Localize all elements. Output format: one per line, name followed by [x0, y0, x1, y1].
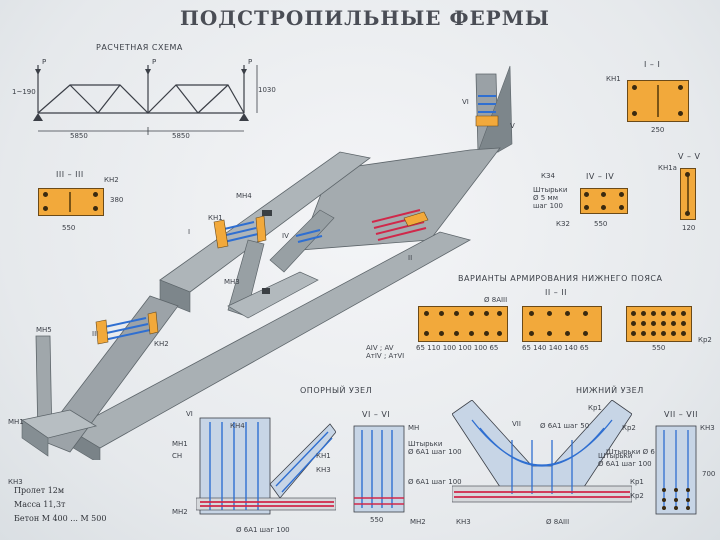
section-3-label: III – III [56, 170, 84, 179]
iso-label-r3: III [92, 330, 99, 338]
iso-label-mn1: МН1 [8, 418, 24, 426]
bottom-node-bottom1: КН3 [456, 518, 471, 526]
section-5-tag: КН1а [658, 164, 677, 172]
section-3-height: 380 [110, 196, 124, 204]
iso-label-r6: VI [462, 98, 469, 106]
bottom-node-note3: Ø 6А1 шаг 100 [598, 460, 652, 468]
section-5-width: 120 [682, 224, 696, 232]
iso-label-r2: II [408, 254, 413, 262]
variant-b [522, 306, 602, 342]
section-1-crosssection [627, 80, 689, 122]
info-concrete: Бетон М 400 ... М 500 [14, 514, 107, 523]
bottom-node-note1: Ø 6А1 шаг 50 [540, 422, 590, 430]
dim-right: 1030 [258, 86, 276, 94]
bottom-node-note2: Штырьки [598, 452, 633, 460]
node-vii-drawing [655, 425, 697, 515]
support-node-left2: СН [172, 452, 183, 460]
variant-c-tag: Кр2 [698, 336, 712, 344]
variant-a [418, 306, 508, 342]
truss-isometric [21, 65, 513, 460]
truss-scheme [33, 65, 258, 135]
info-span: Пролет 12м [14, 486, 65, 495]
node-vii-heading: VII – VII [664, 410, 698, 419]
iso-label-kn3: КН3 [8, 478, 23, 486]
bottom-node-heading: НИЖНИЙ УЗЕЛ [576, 386, 644, 395]
section-3-crosssection [38, 188, 104, 216]
support-node-left3: МН2 [172, 508, 188, 516]
node-vi-dim: 550 [370, 516, 384, 524]
info-block: Пролет 12м Масса 11,3т Бетон М 400 ... М… [14, 484, 106, 526]
scheme-heading: РАСЧЕТНАЯ СХЕМА [96, 43, 183, 52]
section-3-width: 550 [62, 224, 76, 232]
node-vi-heading: VI – VI [362, 410, 391, 419]
node-vii-tag: КН3 [700, 424, 715, 432]
iso-label-mn4: МН4 [236, 192, 252, 200]
variant-legend2: AтIV ; AтVI [366, 352, 405, 360]
iso-label-mn3: МН3 [224, 278, 240, 286]
section-4-note2: Ø 5 мм [533, 194, 558, 202]
section-4-crosssection [580, 188, 628, 214]
load-label-right: P [248, 58, 253, 66]
section-4-note3: шаг 100 [533, 202, 563, 210]
section-4-tag: КЗ4 [541, 172, 555, 180]
section-1-dim: 250 [651, 126, 665, 134]
iso-label-mn5: МН5 [36, 326, 52, 334]
span-right: 5850 [172, 132, 190, 140]
node-vi-note1: Штырьки [408, 440, 443, 448]
span-left: 5850 [70, 132, 88, 140]
node-vi-note2: Ø 6А1 шаг 100 [408, 448, 462, 456]
section-4-tag2: КЗ2 [556, 220, 570, 228]
variant-c [626, 306, 692, 342]
page-title: ПОДСТРОПИЛЬНЫЕ ФЕРМЫ [180, 6, 550, 30]
section-5-crosssection [680, 168, 696, 220]
load-label-mid: P [152, 58, 157, 66]
iso-label-kn2: КН2 [154, 340, 169, 348]
support-node-heading: ОПОРНЫЙ УЗЕЛ [300, 386, 373, 395]
section-1-label: I – I [644, 60, 661, 69]
support-node-bottom-note: Ø 6А1 шаг 100 [236, 526, 290, 534]
section-4-label: IV – IV [586, 172, 615, 181]
node-vi-drawing [353, 425, 405, 513]
iso-label-r4: IV [282, 232, 289, 240]
load-label-left: P [42, 58, 47, 66]
section-4-note1: Штырьки [533, 186, 568, 194]
section-5-label: V – V [678, 152, 701, 161]
node-vii-kp2: Кр2 [630, 492, 644, 500]
support-node-tag-right2: КН3 [316, 466, 331, 474]
variant-c-dim: 550 [652, 344, 666, 352]
support-node-tag-right1: КН1 [316, 452, 331, 460]
bottom-node-bottom2: Ø 8АIII [546, 518, 570, 526]
node-vii-note: Штырьки Ø 6 [606, 448, 655, 456]
variants-sub: II – II [545, 288, 568, 297]
bottom-node-drawing [452, 400, 632, 503]
section-1-tag: КН1 [606, 75, 621, 83]
section-4-width: 550 [594, 220, 608, 228]
info-mass: Масса 11,3т [14, 500, 66, 509]
iso-label-kn1: КН1 [208, 214, 223, 222]
support-node-label-side: VI [186, 410, 193, 418]
bottom-node-kp1: Кр1 [588, 404, 602, 412]
support-node-tag-top: КН4 [230, 422, 245, 430]
node-vii-dim: 700 [702, 470, 716, 478]
variant-a-dims: 65 110 100 100 100 65 [416, 344, 499, 352]
support-node-left1: МН1 [172, 440, 188, 448]
support-node-drawing [196, 417, 336, 515]
iso-label-r1: I [188, 228, 191, 236]
variant-b-dims: 65 140 140 140 65 [522, 344, 589, 352]
variants-heading: ВАРИАНТЫ АРМИРОВАНИЯ НИЖНЕГО ПОЯСА [458, 274, 663, 283]
iso-label-r5: V [510, 122, 515, 130]
node-vi-note3: Ø 6А1 шаг 100 [408, 478, 462, 486]
node-vi-tag: МН [408, 424, 420, 432]
bottom-node-kp2: Кр2 [622, 424, 636, 432]
variants-tag: Ø 8АIII [484, 296, 508, 304]
bottom-node-tag-vii: VII [512, 420, 521, 428]
node-vi-bottom: МН2 [410, 518, 426, 526]
section-3-tag: КН2 [104, 176, 119, 184]
dim-left: 1~190 [12, 88, 36, 96]
node-vii-kp1: Кр1 [630, 478, 644, 486]
variant-legend1: АIV ; AV [366, 344, 394, 352]
